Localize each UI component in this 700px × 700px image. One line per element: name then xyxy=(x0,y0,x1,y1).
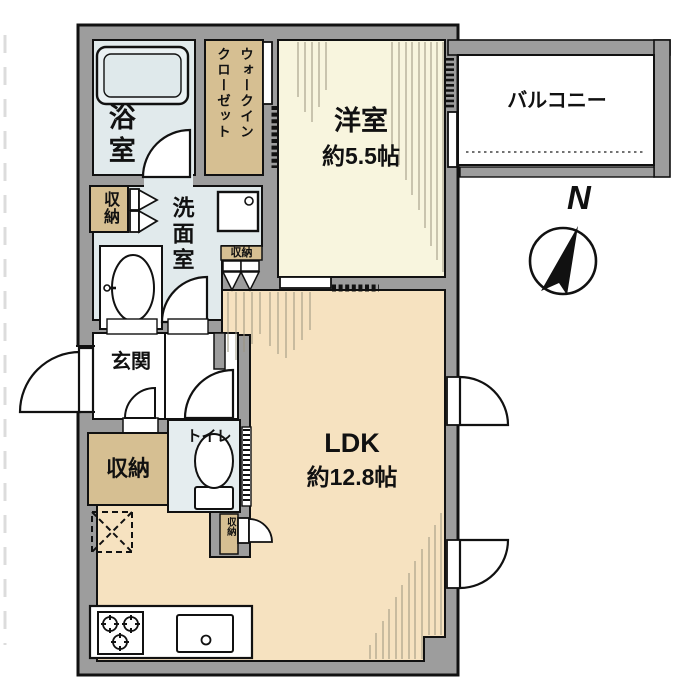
kitchen-sink xyxy=(176,614,234,653)
vanity-sink xyxy=(99,245,163,330)
ldk-small-storage xyxy=(219,513,273,555)
washing-machine-pan xyxy=(216,190,260,233)
western-room-hatch-lines xyxy=(297,42,444,272)
western-room-label: 洋室 xyxy=(334,106,388,136)
entrance-storage-label: 収納 xyxy=(105,456,150,481)
bath-door-arc xyxy=(141,128,192,179)
ldk-small-storage-label: 収納 xyxy=(224,517,236,536)
western-room-size: 約5.5帖 xyxy=(322,143,400,169)
washroom-storage-label: 収納 xyxy=(101,191,118,225)
balcony-top-wall xyxy=(447,39,671,56)
entrance-label: 玄関 xyxy=(111,351,151,373)
balcony-structure xyxy=(447,39,671,178)
ldk-upper-storage-label: 収納 xyxy=(230,247,253,259)
pipe-space-hatch xyxy=(241,426,252,507)
wic-sliding-door-leaf xyxy=(262,41,273,105)
ldk-label: LDK xyxy=(324,428,380,458)
balcony-bottom-edge xyxy=(459,166,655,178)
entry-door-arc xyxy=(18,350,82,414)
toilet-label: トイレ xyxy=(186,428,232,445)
underfloor-hatch xyxy=(91,511,133,553)
ldk-upper-storage xyxy=(220,245,263,292)
washroom-door-arc xyxy=(160,275,209,324)
ldk-right-lower-door-leaf xyxy=(446,539,461,589)
wic-label: ウォークイン クローゼット xyxy=(211,47,257,173)
entrance-storage-box xyxy=(87,432,169,506)
wic-label-line2: クローゼット xyxy=(215,47,230,140)
balcony-label: バルコニー xyxy=(507,90,607,112)
toilet-fixture xyxy=(194,433,234,510)
kitchen-counter xyxy=(88,604,254,660)
room-western xyxy=(277,39,446,278)
balcony-right-wall xyxy=(653,39,671,178)
compass xyxy=(528,226,598,296)
ldk-right-upper-door-leaf xyxy=(446,376,461,426)
wic-label-line1: ウォークイン xyxy=(238,47,253,140)
kitchen-faucet xyxy=(200,634,212,646)
ldk-right-upper-door-arc xyxy=(458,375,510,427)
balcony-floor xyxy=(457,54,655,166)
washroom-storage-folding-doors xyxy=(129,188,159,234)
entrance-storage-opening xyxy=(122,417,159,435)
entrance-storage-door-arc xyxy=(123,386,156,419)
compass-needle xyxy=(541,226,578,295)
hall-wall-stub xyxy=(213,332,226,370)
western-ldk-sliding-leaf xyxy=(279,276,332,289)
ldk-right-lower-door-arc xyxy=(458,538,510,590)
washroom-storage-box xyxy=(89,185,129,233)
toilet-door-arc xyxy=(183,368,235,420)
washroom-label: 洗面室 xyxy=(169,196,195,274)
hall-washroom-opening xyxy=(167,318,209,335)
ldk-hatch-lines xyxy=(227,292,442,659)
balcony-window-leaf xyxy=(447,111,458,168)
entrance-washroom-opening xyxy=(106,318,158,335)
bath-label: 浴室 xyxy=(104,103,135,169)
compass-north-label: N xyxy=(567,179,591,216)
ldk-size: 約12.8帖 xyxy=(306,464,398,490)
bathtub xyxy=(95,45,190,106)
entry-door-leaf xyxy=(77,346,95,414)
room-walk-in-closet xyxy=(204,39,264,176)
stove-burners xyxy=(101,615,140,651)
